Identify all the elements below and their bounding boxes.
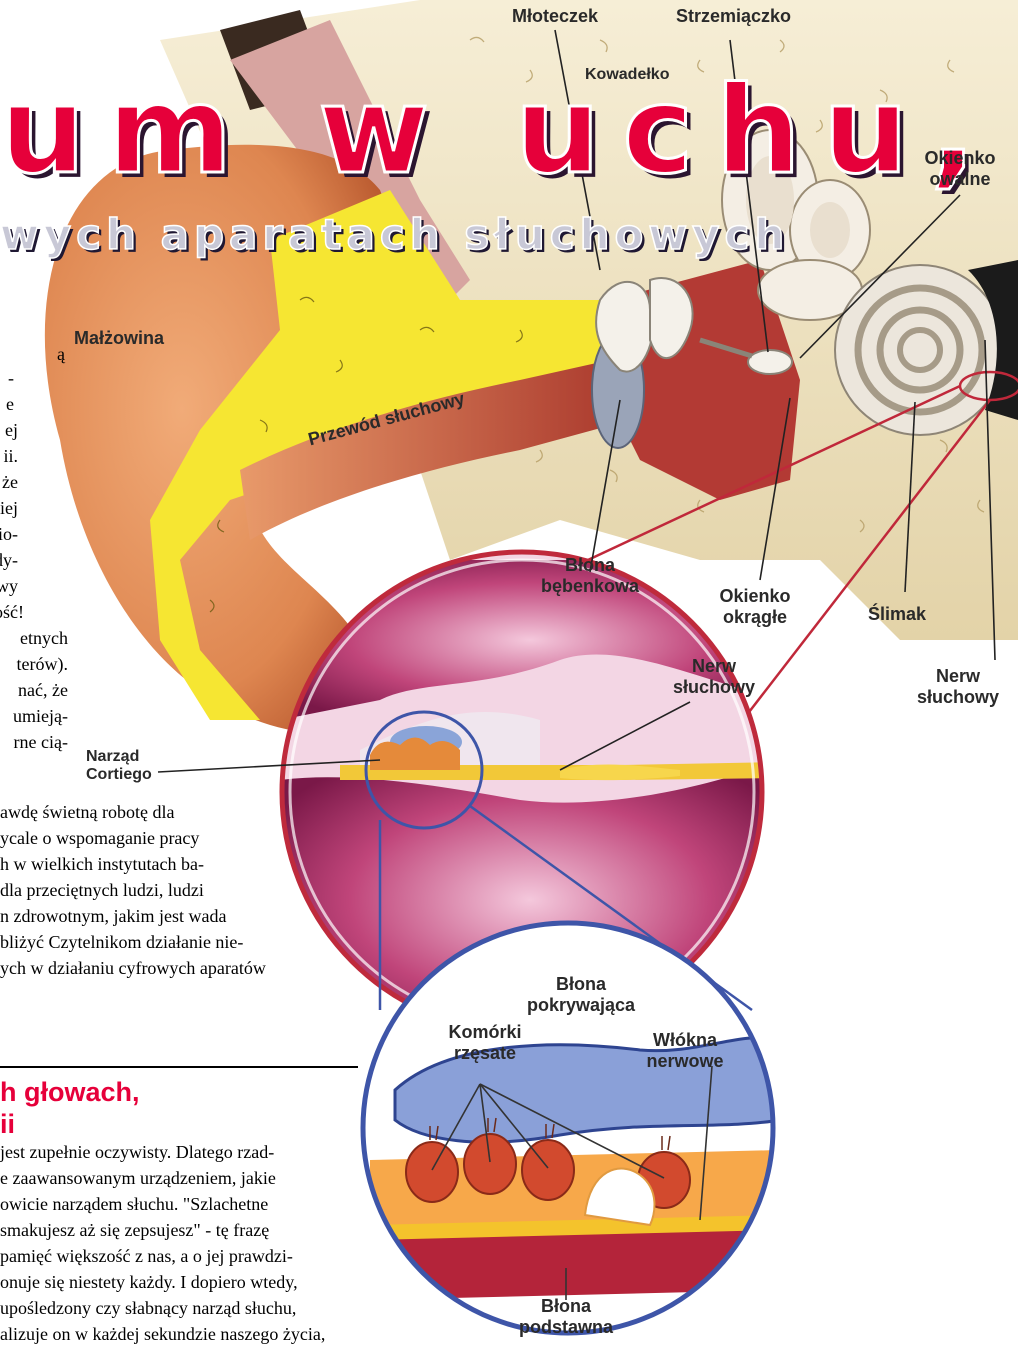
label-slimak: Ślimak	[868, 604, 926, 625]
label-blona-pokrywajaca: Błona pokrywająca	[506, 974, 656, 1015]
label-blona-bebenkowa: Błona bębenkowa	[520, 555, 660, 596]
section-heading: h głowach, ii	[0, 1076, 140, 1140]
label-blona-podstawna: Błona podstawna	[506, 1296, 626, 1337]
label-nerw-sluchowy-center: Nerw słuchowy	[656, 656, 772, 697]
label-wlokna-nerwowe: Włókna nerwowe	[630, 1030, 740, 1071]
page-subtitle: wych aparatach słuchowych	[0, 210, 789, 259]
cochlea	[835, 265, 1005, 435]
label-narzad-cortiego: Narząd Cortiego	[86, 748, 152, 785]
label-malzowina: Małżowina	[74, 328, 164, 349]
label-okienko-owalne: Okienko owalne	[910, 148, 1010, 189]
page-title: um w uchu,	[0, 72, 998, 192]
label-nerw-sluchowy-right: Nerw słuchowy	[900, 666, 1016, 707]
label-mloteczek: Młoteczek	[512, 6, 598, 27]
section-divider	[0, 1066, 358, 1068]
label-komorki-rzesate: Komórki rzęsate	[430, 1022, 540, 1063]
label-strzemiaczko: Strzemiączko	[676, 6, 791, 27]
label-kowadelko: Kowadełko	[585, 66, 669, 84]
label-okienko-okragle: Okienko okrągłe	[700, 586, 810, 627]
